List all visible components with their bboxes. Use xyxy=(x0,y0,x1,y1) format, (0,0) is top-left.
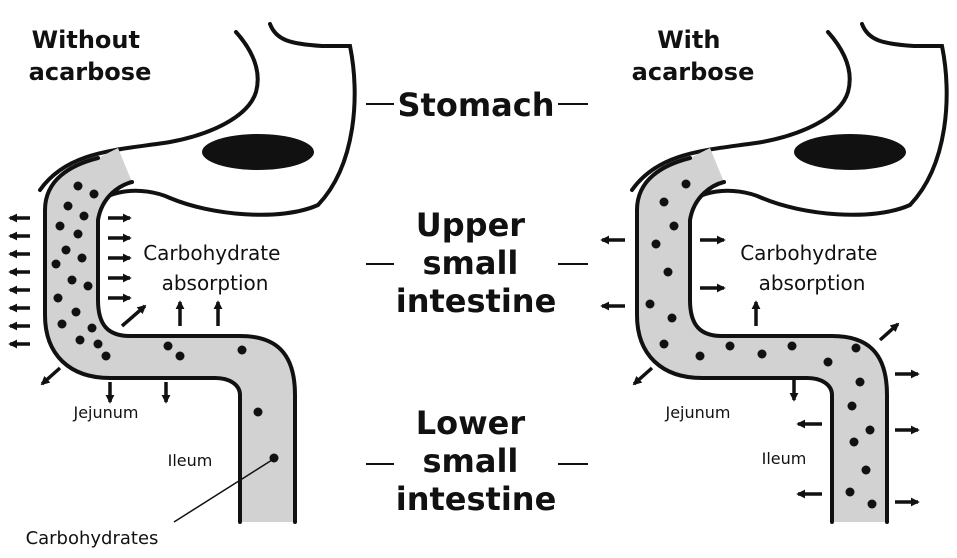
lower-small-intestine-label: Lower small intestine xyxy=(396,404,557,518)
upper-small-intestine-label: Upper small intestine xyxy=(396,206,557,320)
right-panel: With acarbose xyxy=(600,22,949,524)
right-stomach-outline xyxy=(630,22,949,217)
left-carbohydrate-dots xyxy=(51,181,279,463)
right-title: With acarbose xyxy=(632,26,755,86)
left-title-line2: acarbose xyxy=(29,58,152,86)
right-tract-fill xyxy=(637,148,887,522)
diagonal-arrow xyxy=(120,304,147,328)
left-stomach-outline xyxy=(38,22,357,217)
left-tract-outline xyxy=(43,156,297,524)
left-absorption-arrows xyxy=(8,213,223,404)
left-stomach-dark-spot xyxy=(202,134,314,170)
left-absorption-line2: absorption xyxy=(162,271,269,295)
left-jejunum-label: Jejunum xyxy=(72,403,138,422)
right-jejunum-label: Jejunum xyxy=(664,403,730,422)
left-absorption-line1: Carbohydrate xyxy=(143,241,280,265)
right-ileum-label: Ileum xyxy=(762,449,807,468)
left-ileum-label: Ileum xyxy=(168,451,213,470)
right-absorption-label: Carbohydrate absorption xyxy=(740,241,884,295)
right-stomach-dark-spot xyxy=(794,134,906,170)
right-title-line1: With xyxy=(657,26,720,54)
left-panel: Without acarbose xyxy=(8,22,357,549)
right-absorption-line2: absorption xyxy=(759,271,866,295)
stomach-label: Stomach xyxy=(397,86,554,124)
right-absorption-arrows xyxy=(600,235,920,507)
carbohydrates-label: Carbohydrates xyxy=(26,528,159,549)
right-carbohydrate-dots xyxy=(645,179,877,509)
left-title-line1: Without xyxy=(32,26,140,54)
carbohydrates-leader-line xyxy=(173,459,273,523)
left-absorption-label: Carbohydrate absorption xyxy=(143,241,287,295)
right-tract-outline xyxy=(635,156,889,524)
right-title-line2: acarbose xyxy=(632,58,755,86)
right-absorption-line1: Carbohydrate xyxy=(740,241,877,265)
region-labels: Stomach Upper small intestine Lower smal… xyxy=(366,86,588,518)
diagonal-arrow xyxy=(878,322,900,342)
left-tract-fill xyxy=(45,148,295,522)
diagonal-arrow xyxy=(40,366,62,386)
left-title: Without acarbose xyxy=(29,26,152,86)
diagonal-arrow xyxy=(632,366,654,386)
